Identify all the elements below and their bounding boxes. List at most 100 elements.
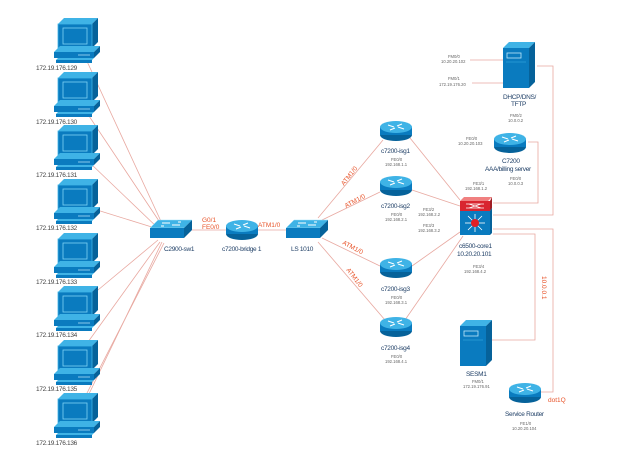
pc-4[interactable] xyxy=(53,178,101,225)
router-isg3[interactable] xyxy=(379,257,413,279)
aaa-if-bottom-ip: 10.0.0.3 xyxy=(508,181,524,186)
switch-c2900-sw1[interactable] xyxy=(149,219,193,239)
router-isg2[interactable] xyxy=(379,175,413,197)
pc-7-label: 172.19.176.135 xyxy=(36,386,78,393)
pc-6[interactable] xyxy=(53,285,101,332)
isg3-link-label: ATM1/0 xyxy=(341,240,364,257)
ls1010-label: LS 1010 xyxy=(291,246,314,253)
pc-2[interactable] xyxy=(53,71,101,118)
server-icon xyxy=(502,41,536,89)
isg4-link-label: ATM1/0 xyxy=(344,267,363,289)
pc-3-label: 172.19.176.131 xyxy=(36,172,78,179)
srouter-ip: 10.20.20.104 xyxy=(512,426,537,431)
pc-1[interactable] xyxy=(53,17,101,64)
isg2-if: FE0/0 xyxy=(391,212,403,217)
dhcp-if-b-ip: 172.19.176.20 xyxy=(439,82,466,87)
srouter-link-label: dot1Q xyxy=(548,397,566,404)
dhcp-label-1: DHCP/DNS/ xyxy=(503,94,537,101)
aaa-label-2: AAA/billing server xyxy=(485,166,532,173)
bridge-if-g01: G0/1 xyxy=(202,217,216,224)
link-isg2-core xyxy=(411,189,461,207)
link-ls-isg4 xyxy=(317,241,386,321)
dhcp-if-c: FM0/2 xyxy=(510,113,523,118)
pc-5-label: 172.19.176.133 xyxy=(36,279,78,286)
core-label-2: 10.20.20.101 xyxy=(457,251,492,258)
links xyxy=(84,56,554,397)
pc-8[interactable] xyxy=(53,392,101,439)
core-switch-c6500[interactable] xyxy=(460,197,492,235)
core-if4: FE3/4 xyxy=(473,264,485,269)
link-core-srouter xyxy=(493,228,554,393)
link-core-aaa xyxy=(493,141,539,204)
core-if1-ip: 192.168.1.2 xyxy=(465,186,488,191)
sesm-label: SESM1 xyxy=(466,371,487,378)
link-ls-isg3 xyxy=(321,237,381,267)
core-top-face xyxy=(460,197,492,201)
router-icon xyxy=(379,175,413,197)
pc-3[interactable] xyxy=(53,124,101,171)
aaa-if-bottom: FE0/0 xyxy=(510,176,522,181)
pc-icon xyxy=(53,17,101,64)
isg3-label: c7200-isg3 xyxy=(381,286,410,293)
isg4-if: FE0/0 xyxy=(391,354,403,359)
core-if4-ip: 192.168.4.2 xyxy=(464,269,487,274)
sesm-if: FM0/1 xyxy=(472,379,485,384)
router-service[interactable] xyxy=(508,382,542,404)
router-c7200-bridge[interactable] xyxy=(225,219,259,241)
dhcp-if-b: FM0/1 xyxy=(448,76,461,81)
router-icon xyxy=(379,120,413,142)
isg4-ip: 192.168.4.1 xyxy=(385,359,408,364)
core-if3: FE3/3 xyxy=(423,223,435,228)
dhcp-if-a: FM0/0 xyxy=(448,54,461,59)
vlan-label: 10.0.0.1 xyxy=(540,276,547,300)
router-icon xyxy=(508,382,542,404)
srouter-if: FE1/0 xyxy=(520,421,532,426)
switch-ls1010[interactable] xyxy=(285,219,329,239)
isg3-if: FE0/0 xyxy=(391,295,403,300)
pc-6-label: 172.19.176.134 xyxy=(36,332,78,339)
core-label-1: c6500-core1 xyxy=(459,243,493,250)
router-icon xyxy=(379,316,413,338)
link-isg4-core xyxy=(404,235,464,321)
isg2-ip: 192.168.2.1 xyxy=(385,217,408,222)
pc-4-label: 172.19.176.132 xyxy=(36,225,78,232)
aaa-if-left: FE0/0 xyxy=(466,136,478,141)
isg1-label: c7200-isg1 xyxy=(381,148,410,155)
isg1-ip: 192.168.1.1 xyxy=(385,162,408,167)
core-if2-ip: 192.168.2.2 xyxy=(418,212,441,217)
router-icon xyxy=(225,219,259,241)
server-icon xyxy=(459,319,493,367)
router-isg4[interactable] xyxy=(379,316,413,338)
pc-icon xyxy=(53,392,101,439)
link-pc6-switch xyxy=(87,241,161,343)
server-dhcp-dns-tftp[interactable] xyxy=(502,41,536,89)
server-sesm1[interactable] xyxy=(459,319,493,367)
pc-icon xyxy=(53,232,101,279)
sesm-ip: 172.19.176.91 xyxy=(463,384,490,389)
link-pc2-switch xyxy=(84,109,166,231)
core-if3-ip: 192.168.3.2 xyxy=(418,228,441,233)
router-isg1[interactable] xyxy=(379,120,413,142)
pc-icon xyxy=(53,339,101,386)
isg1-link-label: ATM1/0 xyxy=(340,165,359,187)
router-aaa-billing[interactable] xyxy=(493,132,527,154)
pc-2-label: 172.19.176.130 xyxy=(36,119,78,126)
pc-5[interactable] xyxy=(53,232,101,279)
switch-icon xyxy=(149,219,193,239)
link-ls-isg2 xyxy=(321,191,381,221)
isg3-ip: 192.168.3.1 xyxy=(385,300,408,305)
pc-icon xyxy=(53,124,101,171)
link-core-dhcp xyxy=(493,65,554,216)
isg2-link-label: ATM1/0 xyxy=(344,193,367,210)
link-pc1-switch xyxy=(84,56,166,231)
link-core-sesm xyxy=(492,233,536,341)
pc-icon xyxy=(53,178,101,225)
bridge-if-atm: ATM1/0 xyxy=(258,222,281,229)
pc-1-label: 172.19.176.129 xyxy=(36,65,78,72)
link-pc3-switch xyxy=(89,162,161,231)
link-pc4-switch xyxy=(96,209,156,229)
link-pc5-switch xyxy=(91,239,159,296)
pc-7[interactable] xyxy=(53,339,101,386)
switch-c2900-label: C2900-sw1 xyxy=(164,246,195,253)
